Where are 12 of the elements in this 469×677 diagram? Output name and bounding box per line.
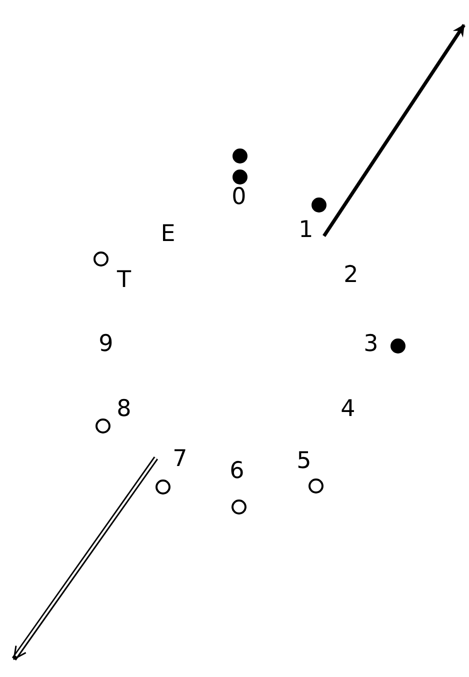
dial-number: 6 xyxy=(230,458,244,484)
dial-number: 7 xyxy=(172,446,188,472)
dial-number: 8 xyxy=(116,396,132,422)
dial-number: E xyxy=(160,221,176,247)
dial-number: 9 xyxy=(98,331,114,357)
dial-number: 4 xyxy=(340,396,356,422)
dial-number: T xyxy=(116,267,132,293)
dial-number: 5 xyxy=(296,448,312,474)
dial-number: 3 xyxy=(364,331,378,357)
dial-number: 0 xyxy=(232,184,246,210)
dial-number: 2 xyxy=(344,262,358,288)
dial-number: 1 xyxy=(298,217,314,243)
